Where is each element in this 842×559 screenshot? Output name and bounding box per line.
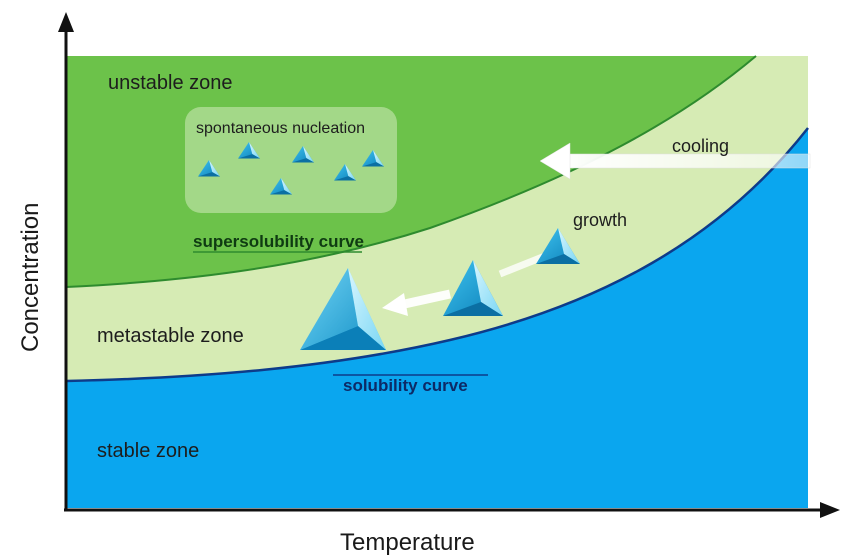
- x-axis-label: Temperature: [340, 529, 475, 556]
- crystal-icon: [300, 268, 386, 350]
- crystal-icon: [198, 160, 220, 177]
- cooling-label: cooling: [672, 136, 729, 156]
- stable-zone-label: stable zone: [97, 440, 199, 462]
- stable-zone-region: [66, 128, 808, 508]
- supersolubility-curve-label: supersolubility curve: [193, 232, 364, 251]
- growth-arrow-icon: [382, 252, 547, 316]
- metastable-zone-label: metastable zone: [97, 325, 244, 347]
- supersolubility-curve-line: [65, 55, 757, 288]
- crystal-icon: [292, 146, 314, 163]
- unstable-zone-region: [66, 56, 756, 287]
- growth-label: growth: [573, 210, 627, 230]
- solubility-curve-label: solubility curve: [343, 376, 468, 395]
- y-axis-arrowhead-icon: [58, 12, 74, 32]
- crystal-icon: [334, 164, 356, 181]
- crystal-icon: [443, 260, 503, 316]
- crystal-icon: [270, 178, 292, 195]
- cooling-arrow-icon: [539, 142, 811, 180]
- crystal-icon: [238, 142, 260, 159]
- crystal-icon: [536, 228, 580, 264]
- unstable-zone-label: unstable zone: [108, 72, 233, 94]
- x-axis-arrowhead-icon: [820, 502, 840, 518]
- nucleation-box: [185, 107, 397, 213]
- y-axis-label: Concentration: [17, 203, 44, 352]
- solubility-curve-line: [65, 127, 809, 383]
- crystal-icon: [362, 150, 384, 167]
- nucleation-label: spontaneous nucleation: [196, 120, 365, 137]
